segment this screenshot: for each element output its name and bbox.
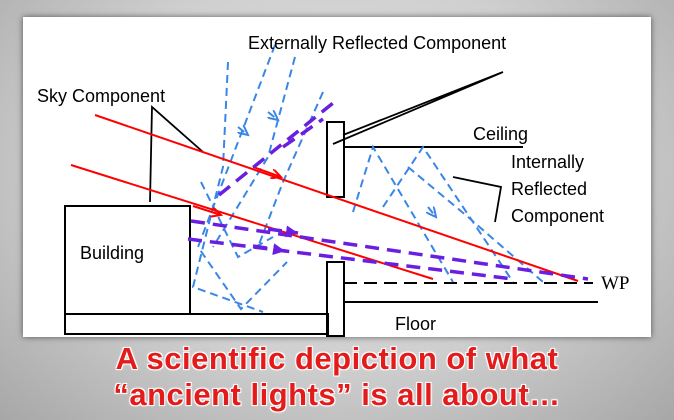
upper-wall: [326, 121, 345, 198]
wp-label: WP: [601, 273, 630, 294]
building-label: Building: [80, 243, 144, 263]
floor-label: Floor: [395, 314, 436, 334]
caption-line-1: A scientific depiction of what: [115, 341, 559, 376]
purple-rays: [187, 97, 589, 281]
internal-pointer: [452, 176, 503, 223]
caption-line-2: “ancient lights” is all about…: [113, 377, 561, 412]
internal-label-line2: Reflected: [511, 179, 587, 199]
lower-wall: [326, 261, 345, 337]
external-rays: [191, 44, 324, 313]
ceiling-label: Ceiling: [473, 124, 528, 144]
external-label: Externally Reflected Component: [248, 33, 506, 53]
daylight-diagram: Externally Reflected Component Sky Compo…: [37, 33, 630, 337]
external-pointer: [332, 71, 504, 145]
ground-slab: [64, 313, 329, 335]
sky-label: Sky Component: [37, 86, 165, 106]
internal-label-line1: Internally: [511, 152, 584, 172]
caption: A scientific depiction of what “ancient …: [0, 341, 674, 413]
internal-label-line3: Component: [511, 206, 604, 226]
diagram-panel: Externally Reflected Component Sky Compo…: [23, 17, 651, 337]
sky-pointer: [149, 105, 204, 203]
